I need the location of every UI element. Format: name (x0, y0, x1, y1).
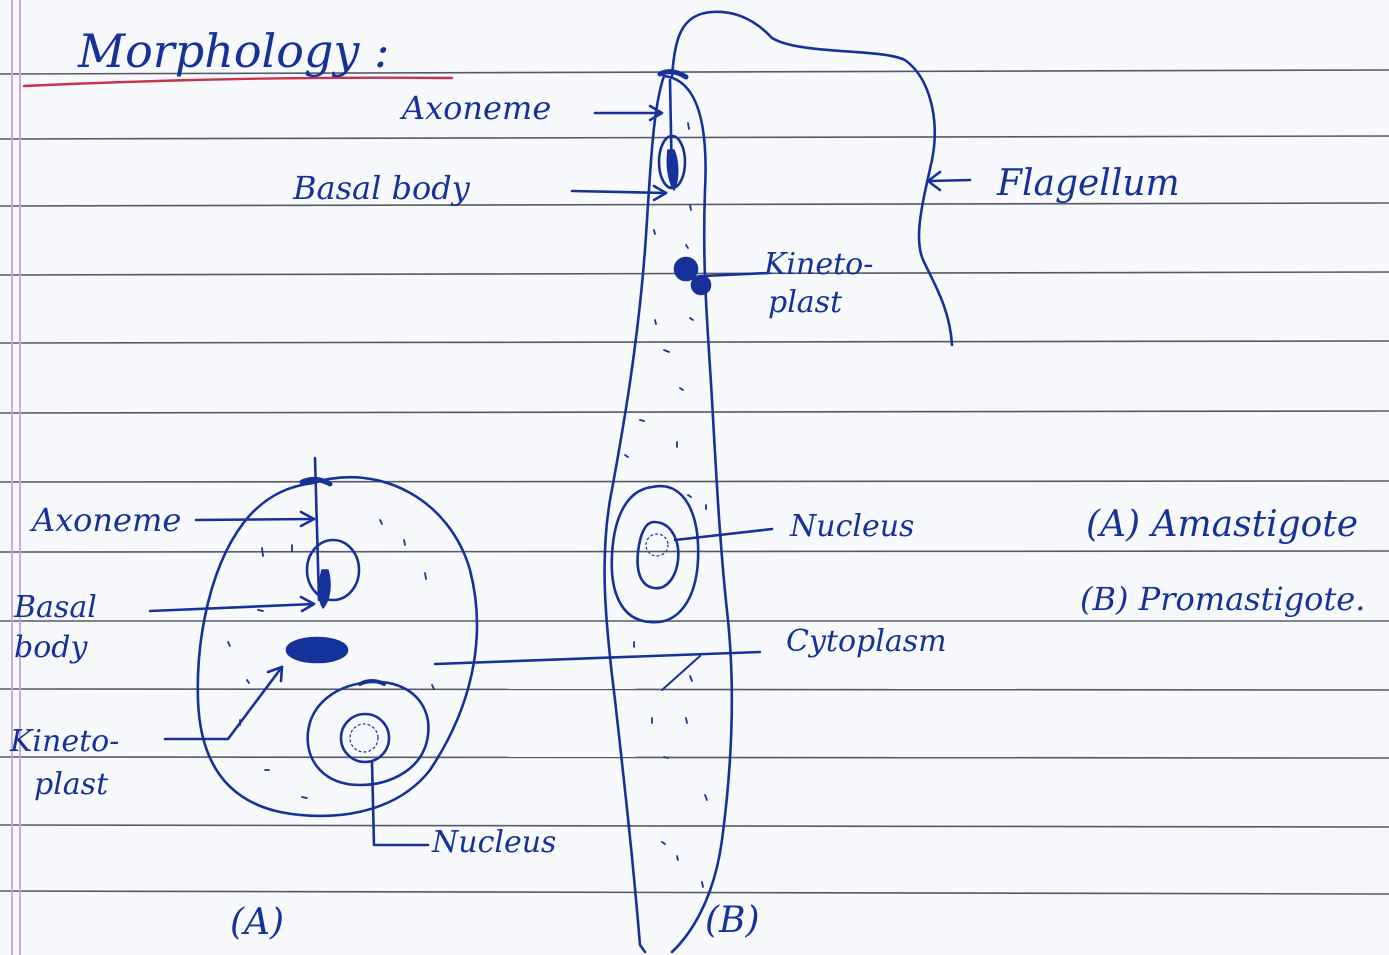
cytoplasm-granules (228, 123, 707, 887)
amastigote-nucleolus (350, 724, 378, 752)
label-a-basal-body-line1: Basal (14, 593, 97, 623)
promastigote-figure (435, 12, 970, 952)
amastigote-nucleus-outer (308, 682, 429, 785)
arrow-a-kinetoplast (165, 667, 282, 739)
title-underline (24, 78, 452, 86)
amastigote-figure (150, 458, 477, 845)
label-a-kinetoplast-line1: Kineto- (10, 727, 119, 757)
promastigote-nucleus-outer (612, 486, 698, 622)
page-title: Morphology : (78, 28, 390, 74)
amastigote-kinetoplast (287, 638, 347, 662)
label-b-kinetoplast-line1: Kineto- (764, 250, 873, 280)
promastigote-kinetoplast-lobe (692, 276, 710, 294)
label-a-basal-body-line2: body (14, 633, 87, 663)
label-b-basal-body: Basal body (293, 172, 470, 204)
legend-promastigote: (B) Promastigote. (1080, 583, 1365, 615)
amastigote-basal-body (319, 570, 330, 608)
label-b-kinetoplast-line2: plast (768, 288, 842, 318)
pointer-b-nucleus (675, 529, 772, 540)
label-b-nucleus: Nucleus (790, 512, 914, 542)
promastigote-nucleus-inner (638, 522, 679, 588)
amastigote-flagellar-pocket (307, 540, 359, 600)
label-b-flagellum: Flagellum (997, 166, 1180, 202)
label-a-nucleus: Nucleus (432, 828, 556, 858)
caption-b: (B) (705, 903, 760, 939)
label-b-axoneme: Axoneme (402, 92, 551, 124)
legend-amastigote: (A) Amastigote (1086, 507, 1358, 543)
arrow-a-axoneme (196, 519, 314, 520)
amastigote-nucleus-inner (341, 714, 389, 762)
arrowhead-a-kinetoplast (268, 667, 282, 681)
caption-a: (A) (230, 905, 284, 941)
label-cytoplasm: Cytoplasm (786, 627, 947, 657)
pointer-b-kinetoplast (704, 273, 768, 276)
promastigote-basal-body (667, 150, 678, 190)
pointer-cytoplasm (435, 652, 760, 664)
pointer-cytoplasm-tick (662, 656, 700, 690)
arrow-a-basal-body (150, 604, 314, 611)
promastigote-kinetoplast (675, 258, 697, 280)
promastigote-cell-outline (605, 76, 732, 952)
arrow-b-flagellum (930, 180, 970, 181)
promastigote-nucleolus (646, 534, 668, 556)
label-a-axoneme: Axoneme (32, 504, 181, 536)
arrow-b-basal-body (572, 191, 666, 193)
label-a-kinetoplast-line2: plast (34, 770, 108, 800)
amastigote-nucleus-mark (360, 681, 384, 684)
